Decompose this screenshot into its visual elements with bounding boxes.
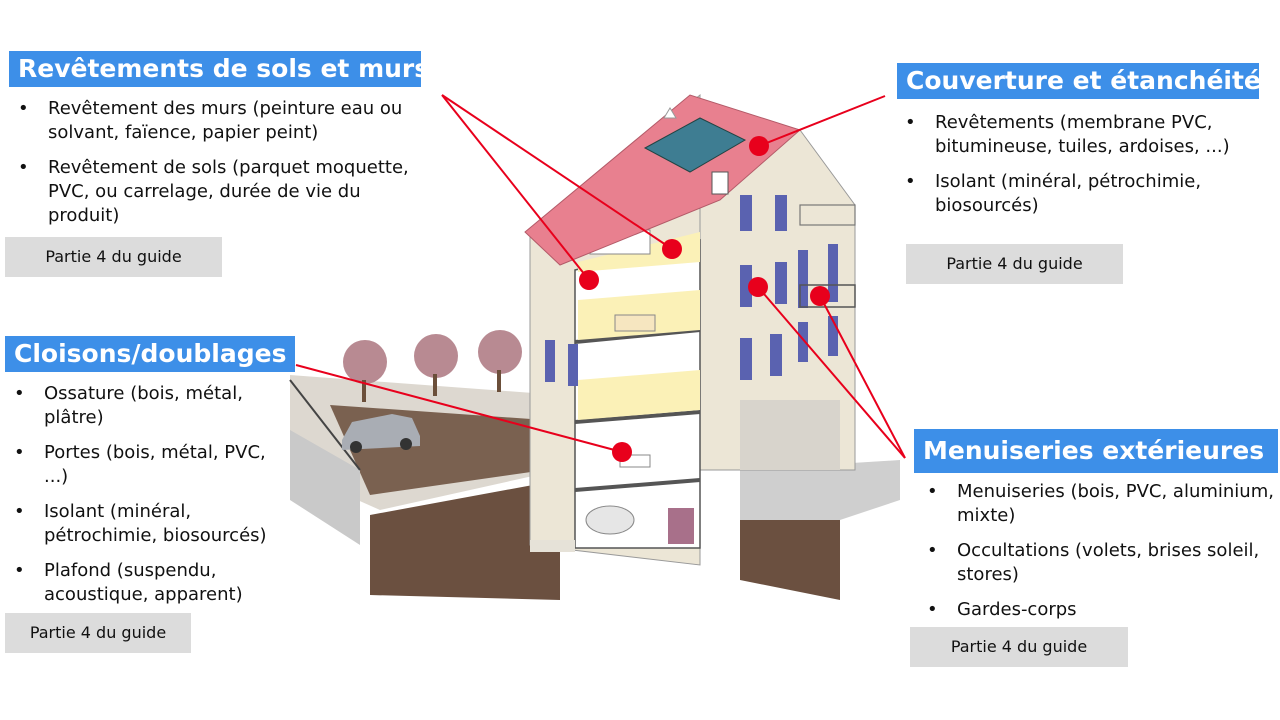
cloisons-list: Ossature (bois, métal, plâtre) Portes (b… [10, 382, 280, 618]
revetements-title: Revêtements de sols et murs [9, 51, 429, 87]
right-wing [699, 129, 856, 471]
list-item: Menuiseries (bois, PVC, aluminium, mixte… [923, 480, 1275, 528]
trees [343, 330, 522, 402]
couverture-title: Couverture et étanchéité [897, 63, 1261, 99]
list-item: Portes (bois, métal, PVC, ...) [10, 441, 280, 489]
menuiseries-guide-tag: Partie 4 du guide [910, 627, 1128, 667]
list-item: Revêtement des murs (peinture eau ou sol… [14, 97, 414, 145]
list-item: Ossature (bois, métal, plâtre) [10, 382, 280, 430]
menuiseries-title: Menuiseries extérieures [914, 429, 1278, 473]
marker-roof [749, 136, 769, 156]
couverture-guide-tag: Partie 4 du guide [906, 244, 1123, 284]
cloisons-guide-tag: Partie 4 du guide [5, 613, 191, 653]
list-item: Isolant (minéral, pétrochimie, biosourcé… [10, 500, 280, 548]
markers [579, 136, 830, 462]
car [342, 414, 420, 453]
marker-partition [612, 442, 632, 462]
marker-window [748, 277, 768, 297]
list-item: Plafond (suspendu, acoustique, apparent) [10, 559, 280, 607]
couverture-list: Revêtements (membrane PVC, bitumineuse, … [901, 111, 1241, 229]
marker-wall [579, 270, 599, 290]
revetements-list: Revêtement des murs (peinture eau ou sol… [14, 97, 414, 239]
list-item: Isolant (minéral, pétrochimie, biosourcé… [901, 170, 1241, 218]
callout-lines [295, 94, 906, 459]
list-item: Occultations (volets, brises soleil, sto… [923, 539, 1275, 587]
menuiseries-list: Menuiseries (bois, PVC, aluminium, mixte… [923, 480, 1275, 633]
list-item: Revêtements (membrane PVC, bitumineuse, … [901, 111, 1241, 159]
revetements-guide-tag: Partie 4 du guide [5, 237, 222, 277]
list-item: Revêtement de sols (parquet moquette, PV… [14, 156, 414, 228]
cloisons-title: Cloisons/doublages [5, 336, 295, 372]
roof [524, 94, 801, 266]
marker-floor [662, 239, 682, 259]
list-item: Gardes-corps [923, 598, 1275, 622]
marker-balcony [810, 286, 830, 306]
